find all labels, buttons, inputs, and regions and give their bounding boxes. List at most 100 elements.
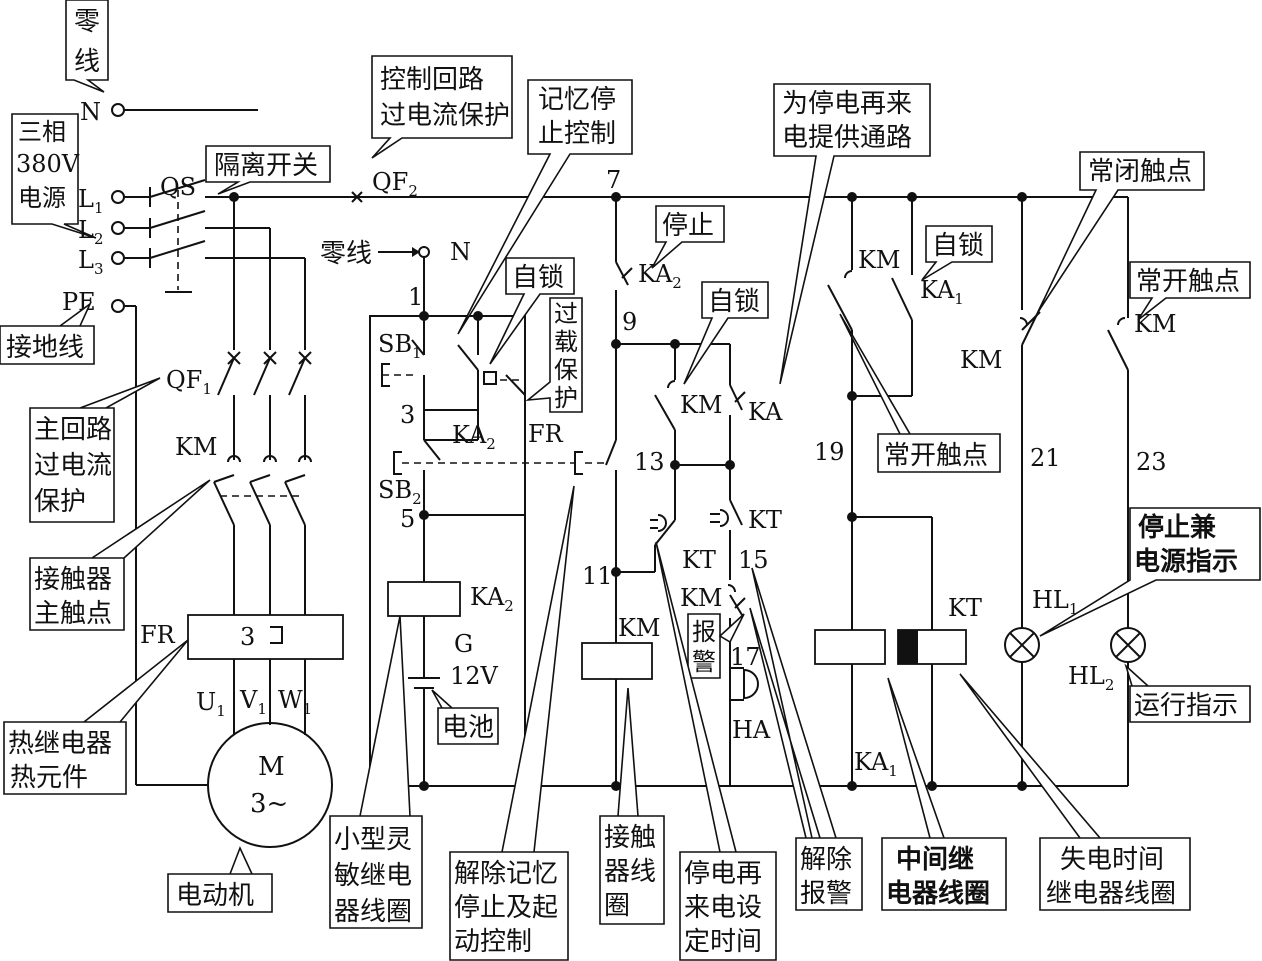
label-terminals-l2_sub: 2 [94, 230, 104, 248]
label-terminals-ka1_b_sub: 1 [888, 762, 898, 780]
label-labels-nc_contact: 常闭触点 [1088, 157, 1192, 187]
label-labels-mid_relay_coil-1: 电器线圈 [886, 879, 990, 909]
label-terminals-ka2_c_sub: 2 [672, 274, 682, 292]
label-terminals-l1: L [78, 185, 94, 213]
label-labels-relay_coil-1: 敏继电 [334, 861, 412, 891]
label-terminals-ka2_b_sub: 2 [504, 597, 514, 615]
label-terminals-ka2_a_sub: 2 [486, 435, 496, 453]
label-labels-isolating_switch: 隔离开关 [214, 151, 318, 181]
label-labels-mid_relay_coil-0: 中间继 [896, 844, 974, 875]
node-7: 7 [606, 166, 621, 194]
label-terminals-ka1_a: KA [920, 276, 955, 304]
node-23: 23 [1136, 448, 1167, 476]
label-labels-control_protect-1: 过电流保护 [380, 101, 510, 131]
label-terminals-l2: L [78, 216, 94, 244]
label-terminals-qf2: QF [372, 168, 408, 196]
label-labels-release_memory-0: 解除记忆 [454, 859, 558, 889]
svg-text:HL2: HL2 [1068, 662, 1114, 694]
label-labels-no_contact_2: 常开触点 [884, 441, 988, 471]
component-labels: N L1 L2 L3 PE QS QF2 N QF1 KM FR 3 U1 V1… [62, 98, 1177, 819]
power-wiring [111, 103, 1128, 848]
label-labels-no_contact_1: 常开触点 [1136, 267, 1240, 297]
label-labels-contactor_coil-1: 器线 [604, 857, 656, 887]
label-terminals-qf1_sub: 1 [202, 380, 212, 398]
fr-main-label: FR [140, 621, 176, 649]
label-terminals-ka2_b: KA [470, 583, 505, 611]
label-labels-power_restore-2: 定时间 [684, 927, 762, 957]
label-terminals-km_e: KM [1134, 310, 1177, 338]
label-terminals-l1_sub: 1 [94, 199, 104, 217]
label-terminals-l3_sub: 3 [94, 260, 104, 278]
label-labels-stop_power_ind-0: 停止兼 [1138, 512, 1216, 543]
svg-text:KA2: KA2 [638, 260, 682, 292]
label-terminals-sb2: SB [378, 476, 412, 504]
label-labels-overload-3: 护 [554, 384, 578, 412]
svg-text:W1: W1 [278, 686, 312, 718]
label-labels-memory_stop-1: 止控制 [538, 119, 616, 149]
label-labels-stop_power_ind-1: 电源指示 [1134, 547, 1238, 577]
label-labels-power_path-0: 为停电再来 [782, 89, 912, 119]
label-labels-overload-0: 过 [554, 300, 578, 328]
node-17: 17 [730, 643, 761, 671]
label-labels-main_protect-1: 过电流 [34, 451, 112, 481]
node-21: 21 [1030, 444, 1061, 472]
label-labels-relay_coil-0: 小型灵 [334, 825, 412, 855]
svg-text:QF1: QF1 [166, 366, 212, 398]
label-labels-thermal-1: 热元件 [10, 763, 88, 793]
label-labels-self_lock_1: 自锁 [512, 263, 564, 293]
label-labels-alarm-0: 报 [692, 618, 716, 646]
label-terminals-hl2_sub: 2 [1105, 676, 1115, 694]
svg-text:KA1: KA1 [854, 748, 898, 780]
label-terminals-fr_num: 3 [240, 623, 255, 651]
svg-text:SB1: SB1 [378, 330, 422, 362]
node-1: 1 [408, 283, 423, 311]
label-terminals-ka2_a: KA [452, 421, 487, 449]
label-terminals-l3: L [78, 246, 94, 274]
motor-label: M [258, 752, 285, 782]
label-labels-control_protect-0: 控制回路 [380, 65, 484, 95]
label-labels-timer_coil-1: 继电器线圈 [1046, 879, 1176, 909]
svg-text:U1: U1 [196, 688, 226, 720]
label-labels-power_restore-0: 停电再 [684, 859, 762, 889]
label-terminals-ka1_a_sub: 1 [954, 290, 964, 308]
label-terminals-sb1: SB [378, 330, 412, 358]
label-labels-thermal-0: 热继电器 [8, 729, 112, 759]
label-labels-release_alarm-1: 报警 [800, 879, 852, 909]
label-terminals-g: G [454, 630, 473, 658]
label-labels-neutral_top-0: 零 [74, 7, 100, 37]
label-labels-ground: 接地线 [6, 333, 84, 363]
svg-text:L2: L2 [78, 216, 103, 248]
label-labels-main_protect-2: 保护 [34, 487, 86, 517]
svg-text:HL1: HL1 [1032, 586, 1078, 618]
svg-text:L1: L1 [78, 185, 103, 217]
node-15: 15 [738, 546, 769, 574]
node-3: 3 [400, 401, 415, 429]
node-9: 9 [622, 308, 637, 336]
label-terminals-km_d: KM [960, 346, 1003, 374]
label-labels-source-0: 三相 [18, 118, 66, 146]
label-terminals-motor_phase: 3~ [250, 789, 288, 819]
label-labels-source-1: 380V [16, 150, 80, 178]
node-13: 13 [634, 448, 665, 476]
label-labels-run_ind: 运行指示 [1134, 691, 1238, 721]
label-terminals-kt_coil: KT [948, 594, 982, 622]
label-labels-contactor_main-0: 接触器 [34, 565, 112, 595]
label-labels-contactor_main-1: 主触点 [34, 599, 112, 629]
label-labels-neutral_mid: 零线 [320, 239, 372, 269]
label-terminals-hl1: HL [1032, 586, 1069, 614]
label-terminals-km_coil: KM [618, 614, 661, 642]
label-labels-motor: 电动机 [176, 881, 254, 911]
node-11: 11 [582, 562, 613, 590]
label-labels-relay_coil-2: 器线圈 [334, 897, 412, 927]
label-terminals-ha: HA [732, 716, 771, 744]
svg-text:SB2: SB2 [378, 476, 422, 508]
label-terminals-sb2_sub: 2 [412, 490, 422, 508]
label-terminals-u1_sub: 1 [216, 702, 226, 720]
label-terminals-w1_sub: 1 [303, 700, 313, 718]
label-labels-neutral_top-1: 线 [74, 47, 100, 77]
label-labels-source-2: 电源 [18, 184, 66, 212]
label-terminals-qf2_sub: 2 [408, 182, 418, 200]
node-19: 19 [814, 438, 845, 466]
